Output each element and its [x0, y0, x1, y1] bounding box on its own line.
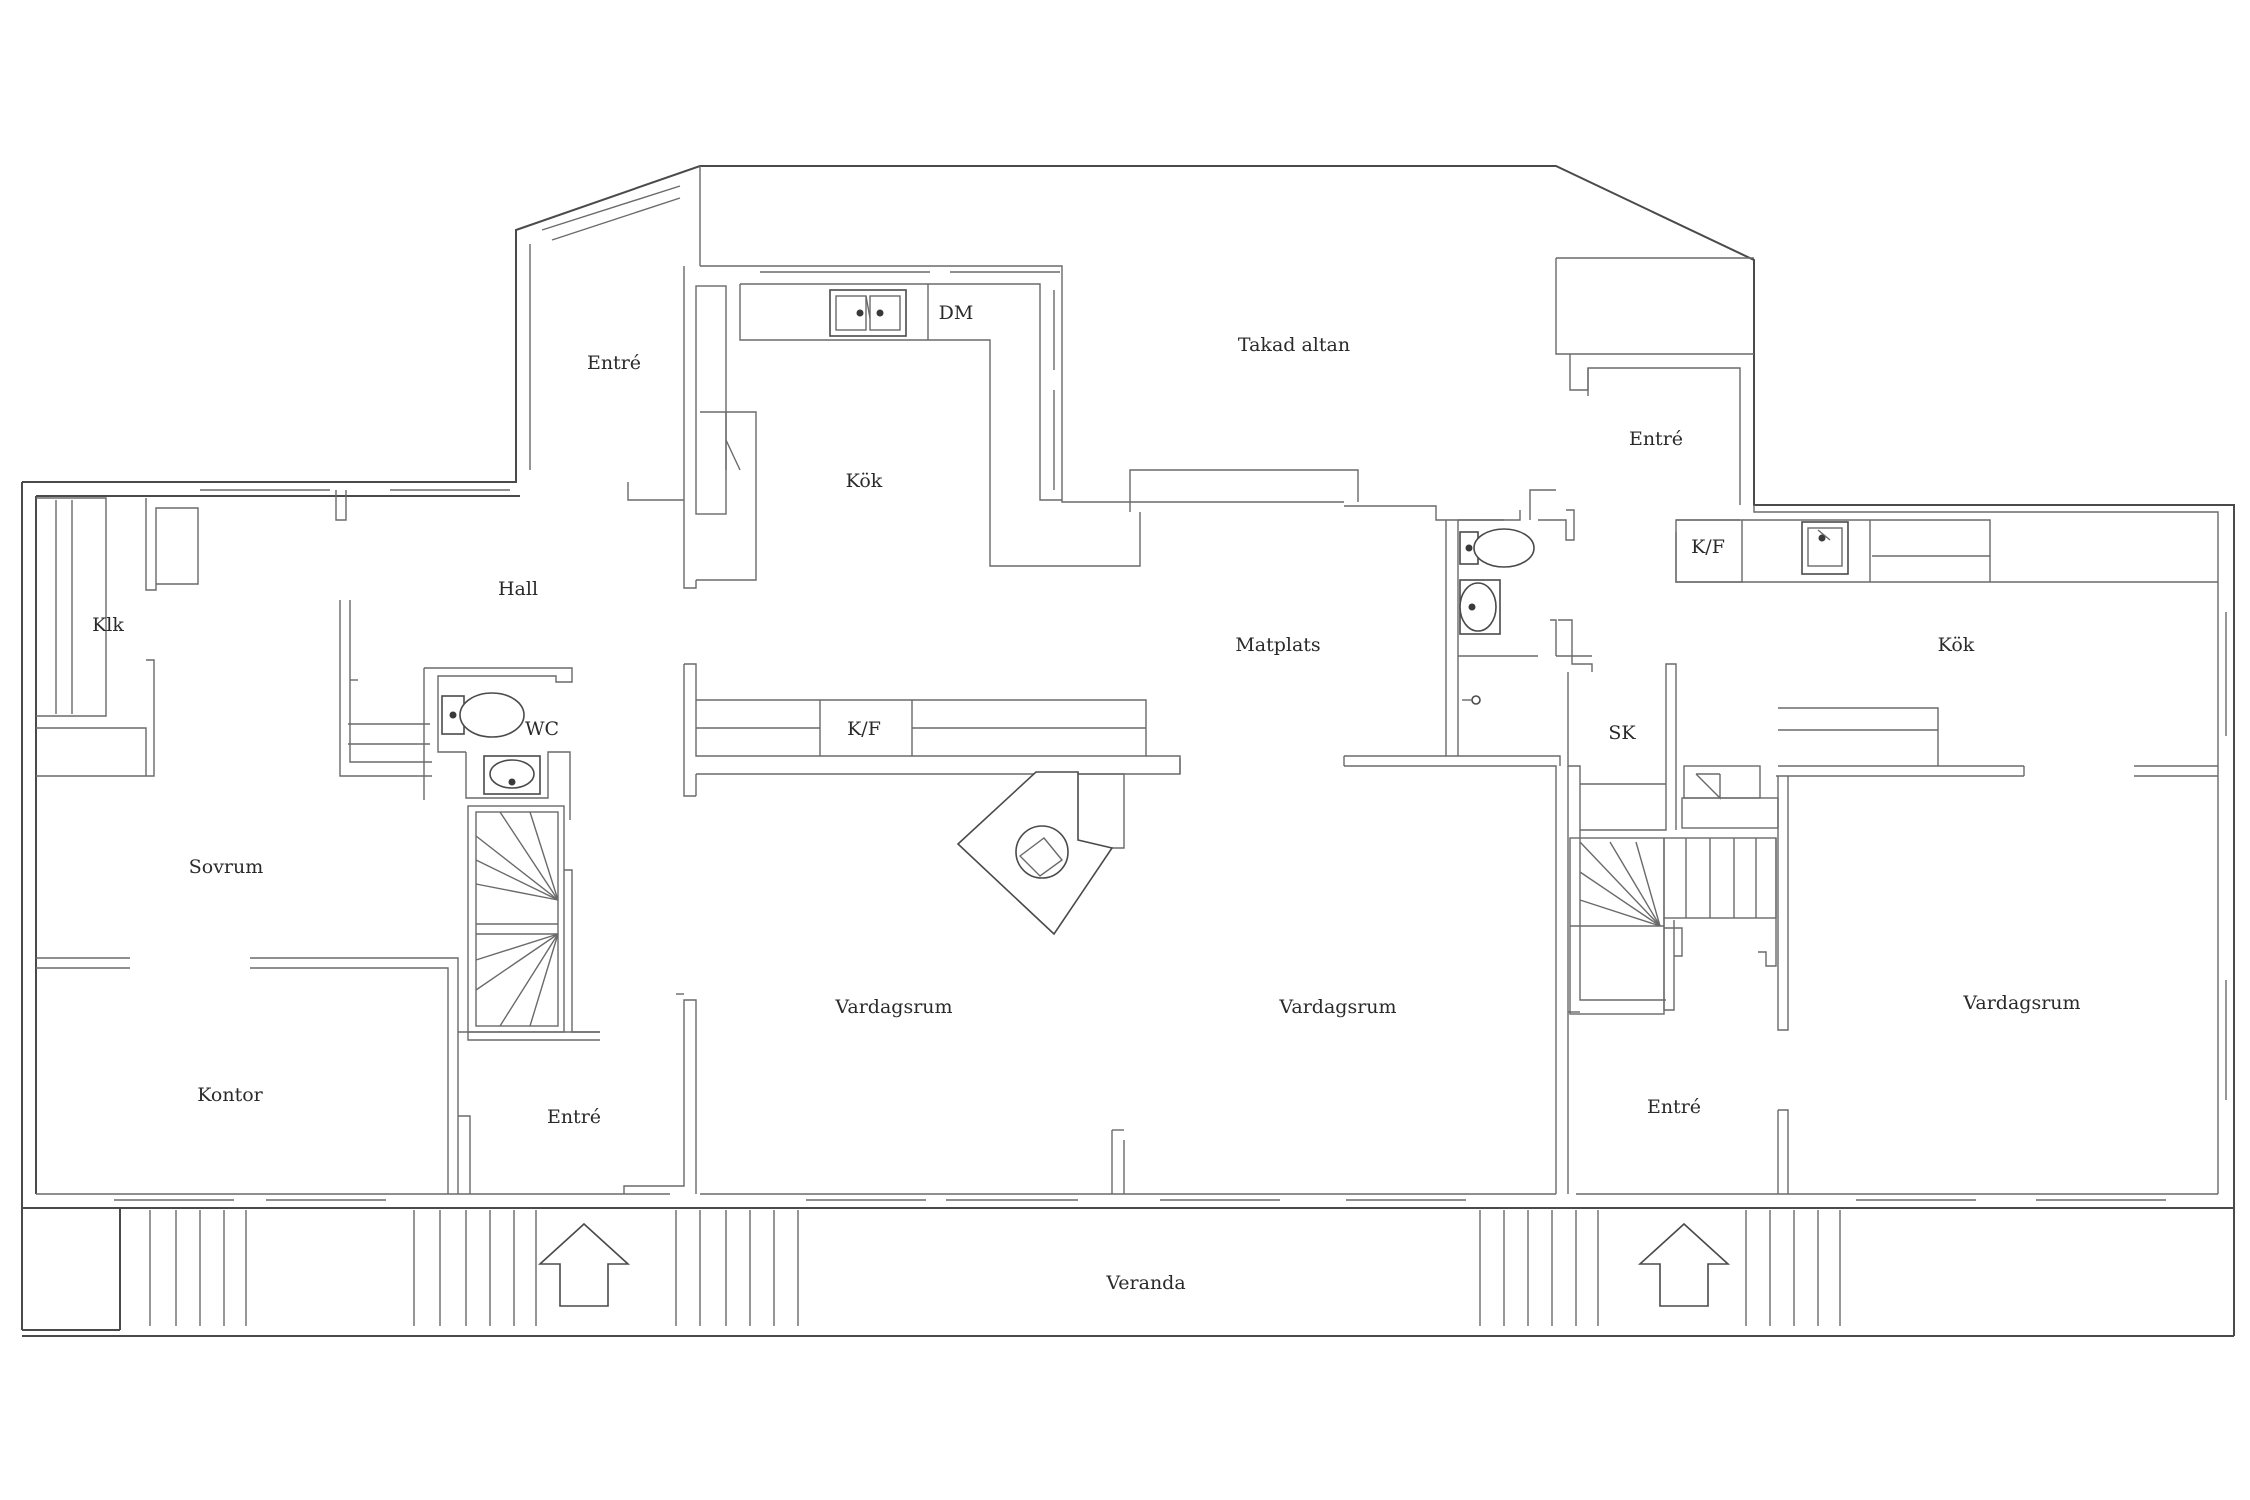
- room-label-dm: DM: [939, 302, 974, 324]
- room-label-kok-left: Kök: [846, 470, 883, 492]
- room-label-entre-top: Entré: [587, 352, 641, 374]
- room-label-entre-bottom-right: Entré: [1647, 1096, 1701, 1118]
- interior-walls: [36, 266, 2227, 1201]
- room-label-entre-bottom-left: Entré: [547, 1106, 601, 1128]
- room-label-kontor: Kontor: [197, 1084, 263, 1106]
- room-label-sk: SK: [1608, 722, 1636, 744]
- entrance-arrow-icon: [1637, 1222, 1731, 1307]
- room-label-vardagsrum-3: Vardagsrum: [1962, 992, 2080, 1014]
- room-label-veranda: Veranda: [1105, 1272, 1185, 1294]
- room-label-hall: Hall: [498, 578, 538, 600]
- sink-icon: [1459, 579, 1501, 635]
- sink-icon: [1801, 521, 1849, 575]
- veranda-structure: [21, 1208, 2235, 1337]
- room-label-takad-altan: Takad altan: [1238, 334, 1350, 356]
- entrance-arrow-icon: [537, 1222, 631, 1307]
- room-label-kf-middle: K/F: [847, 718, 881, 740]
- toilet-icon: [1459, 528, 1535, 568]
- fireplace-icon: [956, 771, 1114, 936]
- toilet-icon: [441, 692, 525, 738]
- room-label-matplats: Matplats: [1235, 634, 1320, 656]
- sink-icon: [483, 755, 541, 795]
- room-labels: Entré Kök DM Takad altan Entré K/F Kök H…: [92, 302, 2080, 1294]
- room-label-sovrum: Sovrum: [189, 856, 264, 878]
- shower-icon: [1462, 695, 1481, 705]
- stairs-icon: [1569, 837, 1777, 1015]
- room-label-kok-right: Kök: [1938, 634, 1975, 656]
- stairs-icon: [467, 805, 565, 1033]
- stove-icon: [1683, 765, 1761, 800]
- double-sink-icon: [829, 289, 907, 337]
- step-icon: [348, 723, 430, 745]
- room-label-vardagsrum-2: Vardagsrum: [1278, 996, 1396, 1018]
- room-label-entre-right-top: Entré: [1629, 428, 1683, 450]
- outer-walls: [21, 165, 2235, 1209]
- room-label-klk: Klk: [92, 614, 124, 636]
- room-label-vardagsrum-1: Vardagsrum: [834, 996, 952, 1018]
- room-label-kf-right: K/F: [1691, 536, 1725, 558]
- room-label-wc: WC: [525, 718, 559, 740]
